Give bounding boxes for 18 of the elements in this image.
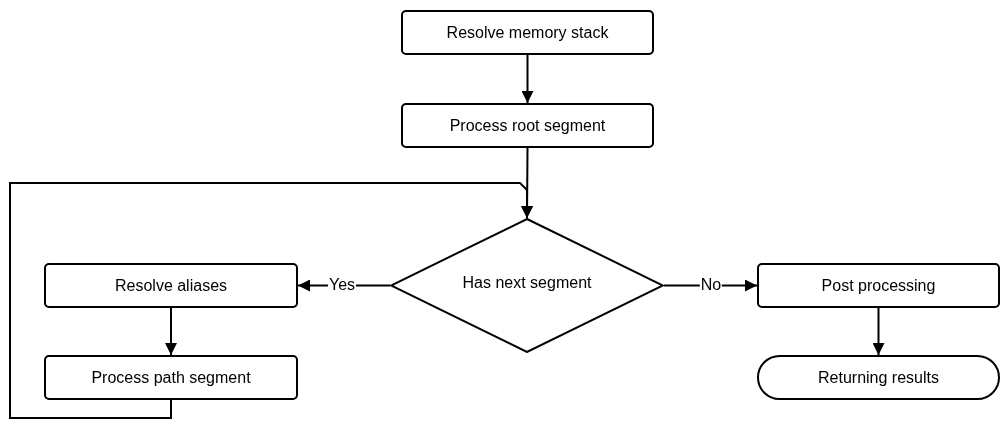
arrow [9,182,533,419]
arrow [521,54,534,104]
arrow [165,307,177,356]
node-text: Returning results [818,368,939,387]
process-box [401,10,654,55]
process-box [44,355,298,400]
node-text: Has next segment [462,273,592,292]
terminal-shape [757,355,1000,400]
process-box [44,263,298,308]
node-text: Resolve memory stack [446,23,609,42]
arrow [872,307,885,356]
node-text: Process path segment [91,368,251,387]
process-box [757,263,1000,308]
decision-diamond [390,218,664,353]
node-text: Process root segment [449,116,606,135]
node-text: Post processing [821,276,936,295]
process-box [401,103,654,148]
node-text: Resolve aliases [114,276,228,295]
